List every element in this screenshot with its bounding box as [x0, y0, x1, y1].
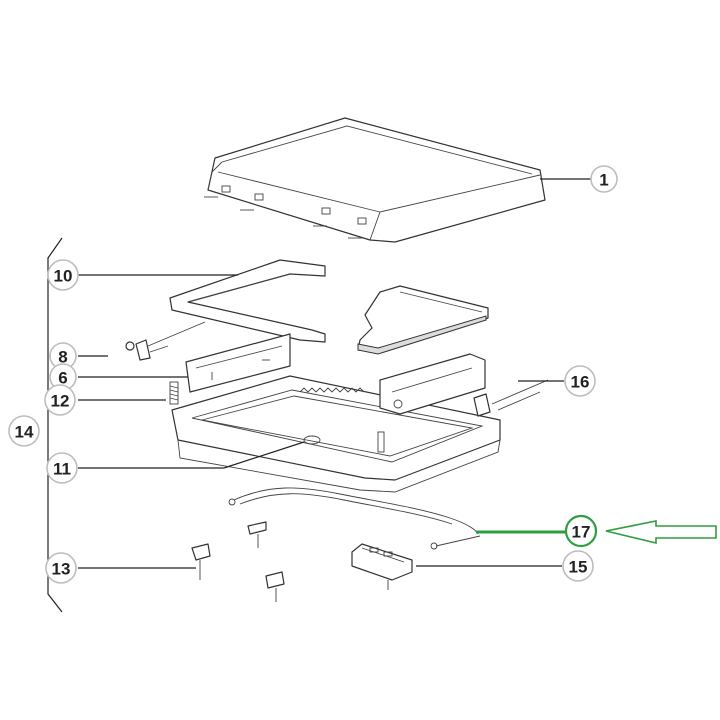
group-14-bracket [47, 237, 63, 613]
callout-11-label: 11 [53, 460, 71, 479]
part-12-spring [169, 381, 179, 405]
callout-16[interactable]: 16 [564, 365, 596, 397]
callout-17-highlighted[interactable]: 17 [564, 514, 598, 548]
callout-8-label: 8 [58, 348, 67, 367]
callout-1-label: 1 [599, 171, 608, 190]
callout-10[interactable]: 10 [47, 259, 79, 291]
callout-16-label: 16 [571, 373, 590, 392]
flyscreen-blind [357, 285, 489, 355]
part-11-base-frame [171, 375, 501, 493]
callout-14[interactable]: 14 [8, 415, 40, 447]
callout-6[interactable]: 6 [49, 363, 77, 391]
callout-13-label: 13 [52, 560, 71, 579]
callout-1[interactable]: 1 [590, 165, 618, 193]
callout-13[interactable]: 13 [45, 552, 77, 584]
part-17-cable [228, 487, 481, 550]
indicator-arrow-icon [605, 520, 717, 545]
callout-11[interactable]: 11 [46, 452, 78, 484]
part-6-bracket [185, 333, 291, 393]
callout-15-label: 15 [569, 558, 588, 577]
leader-lines [78, 178, 593, 569]
crank-handle-assembly [379, 353, 486, 415]
part-1-lid [204, 117, 546, 243]
callout-10-label: 10 [54, 267, 73, 286]
callout-14-label: 14 [15, 423, 34, 442]
part-16-hinge [473, 379, 549, 417]
callout-17-label: 17 [572, 523, 591, 542]
callout-12-label: 12 [51, 392, 70, 411]
part-10-seal-frame [169, 259, 326, 343]
part-15-switch-housing [351, 543, 413, 590]
callout-6-label: 6 [58, 369, 67, 388]
part-8-hinge [125, 321, 206, 361]
callout-15[interactable]: 15 [562, 550, 594, 582]
callout-12[interactable]: 12 [44, 384, 76, 416]
part-13-clips [191, 521, 285, 602]
